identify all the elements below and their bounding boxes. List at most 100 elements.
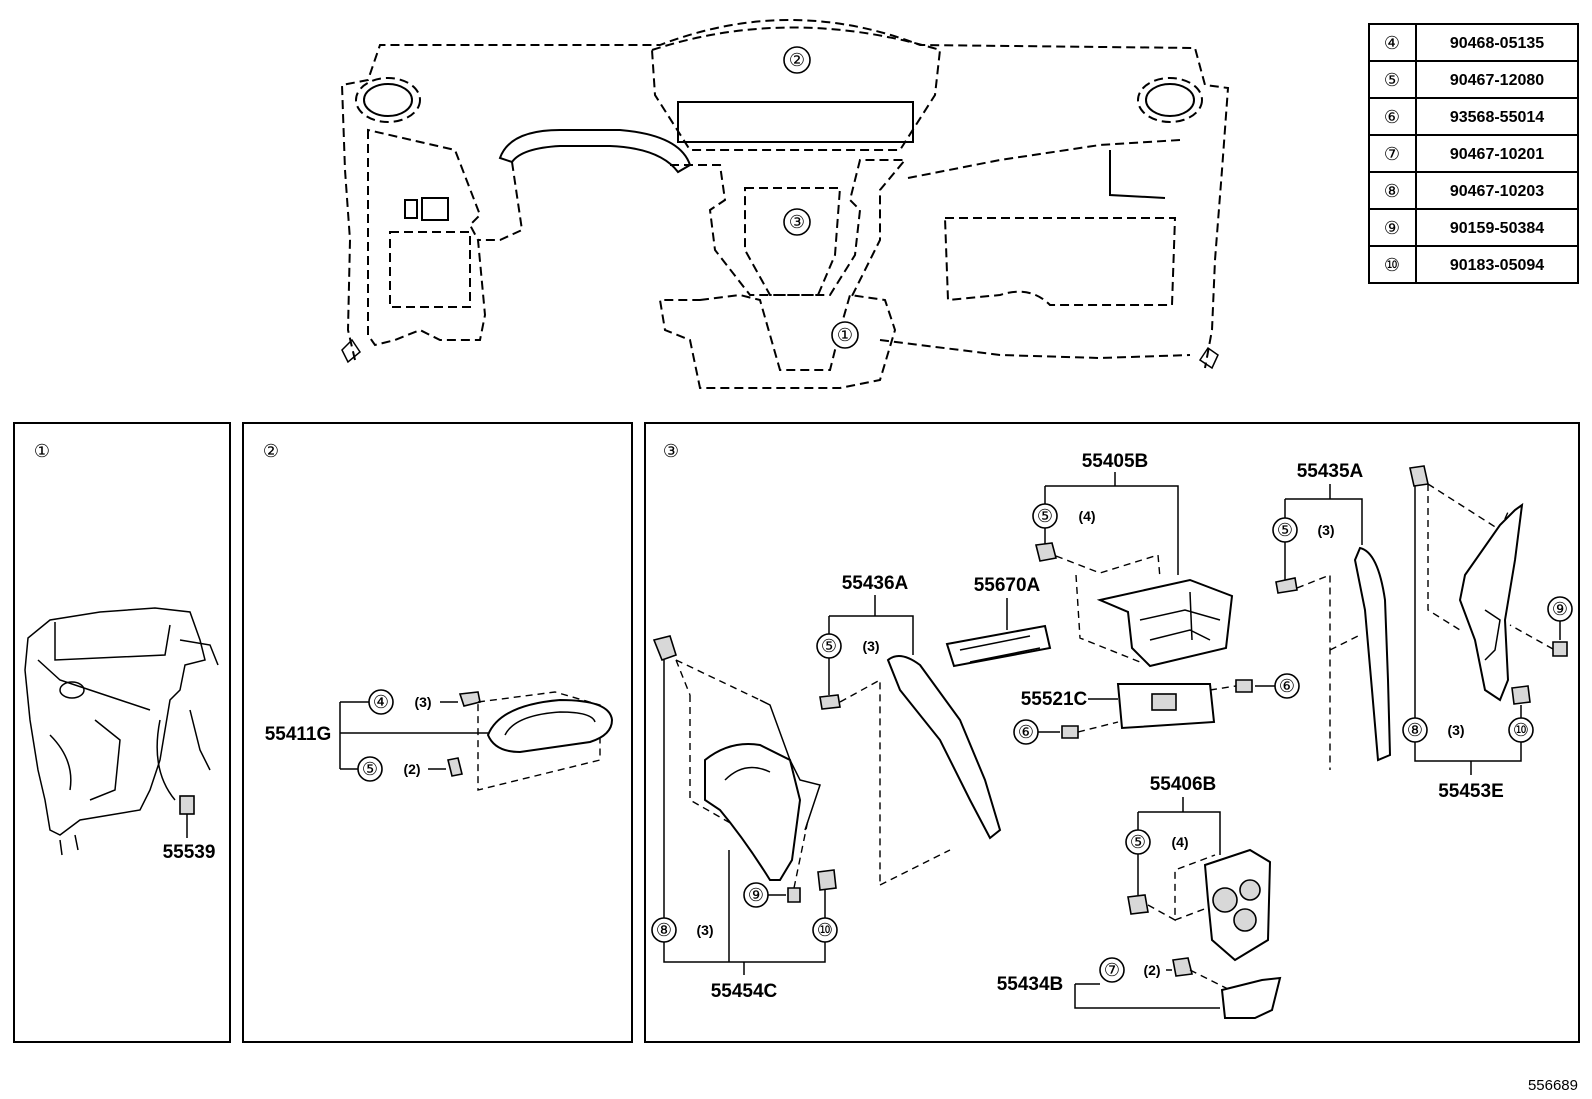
fastener-qty: (3) (414, 694, 431, 710)
fastener-ref: ⑤ (1277, 520, 1293, 540)
area-callout-2: ② (783, 46, 811, 74)
fastener-qty: (3) (1447, 722, 1464, 738)
clip (817, 869, 837, 891)
clip (1275, 577, 1298, 594)
table-part-number: 90467-10203 (1450, 183, 1544, 200)
fastener-callout (1099, 957, 1125, 983)
part-55436A-trim (886, 655, 1002, 840)
part-55434B-cover (1220, 976, 1282, 1019)
table-part-number: 90467-10201 (1450, 146, 1544, 163)
part-55454C-panel (704, 743, 802, 881)
part-55436A-label: 55436A (842, 573, 909, 594)
fastener-ref: ⑤ (821, 636, 837, 656)
table-part-number: 90159-50384 (1450, 220, 1544, 237)
part-55435A-trim (1353, 546, 1392, 762)
area-callout-3-label: ③ (789, 212, 805, 232)
clip-5 (447, 757, 463, 777)
panel-2-label: ② (263, 441, 279, 461)
part-55405B-panel (1096, 578, 1234, 668)
table-row: ⑨ 90159-50384 (1384, 218, 1544, 238)
part-55670A-vent (945, 624, 1052, 668)
table-row: ④ 90468-05135 (1384, 33, 1544, 53)
area-callout-3: ③ (783, 208, 811, 236)
clip (1409, 465, 1429, 487)
panel-3-label: ③ (663, 441, 679, 461)
table-row: ⑤ 90467-12080 (1384, 70, 1544, 90)
fastener-ref: ⑥ (1018, 722, 1034, 742)
part-55539-connector (179, 795, 195, 815)
part-55539-label: 55539 (163, 842, 216, 863)
table-row: ⑦ 90467-10201 (1384, 144, 1544, 164)
fastener-ref: ⑤ (362, 759, 378, 779)
screw (1061, 725, 1079, 739)
screw (1552, 641, 1568, 657)
part-55434B-label: 55434B (997, 974, 1064, 995)
fastener-4-callout (368, 689, 394, 715)
table-ref: ⑦ (1384, 144, 1400, 164)
detail-panel-3: ③ 55405B ⑤ (4) 55670A 55521C ⑥ ⑥ 5 (644, 422, 1580, 1043)
part-55453E-panel (1458, 502, 1524, 702)
fastener-ref: ⑧ (1407, 720, 1423, 740)
fastener-5-callout (357, 756, 383, 782)
diagram-id: 556689 (1528, 1077, 1578, 1094)
part-55405B-label: 55405B (1082, 451, 1149, 472)
table-ref: ⑥ (1384, 107, 1400, 127)
fastener-ref: ⑩ (1513, 720, 1529, 740)
table-part-number: 90467-12080 (1450, 72, 1544, 89)
dashboard-overview (340, 19, 1230, 389)
fastener-ref: ⑨ (748, 885, 764, 905)
table-row: ⑩ 90183-05094 (1384, 255, 1544, 275)
clip (1511, 685, 1531, 705)
clip (1172, 957, 1193, 977)
part-55411G-bezel (486, 698, 614, 754)
fastener-ref: ⑤ (1037, 506, 1053, 526)
table-part-number: 90468-05135 (1450, 35, 1544, 52)
area-callout-2-label: ② (789, 50, 805, 70)
part-55454C-label: 55454C (711, 981, 778, 1002)
fastener-ref: ⑨ (1552, 599, 1568, 619)
fastener-qty: (2) (1143, 962, 1160, 978)
part-55411G-label: 55411G (265, 724, 332, 745)
fastener-qty: (4) (1171, 834, 1188, 850)
clip (652, 635, 677, 662)
clip (819, 694, 841, 710)
fastener-ref: ⑤ (1130, 832, 1146, 852)
fastener-ref: ⑧ (656, 920, 672, 940)
detail-panel-2: ② 55411G ④ (3) ⑤ (2) (242, 422, 633, 1043)
table-ref: ⑨ (1384, 218, 1400, 238)
fastener-qty: (3) (1317, 522, 1334, 538)
part-55521C-label: 55521C (1021, 689, 1088, 710)
part-55435A-label: 55435A (1297, 461, 1364, 482)
fastener-qty: (3) (696, 922, 713, 938)
fastener-qty: (2) (403, 761, 420, 777)
table-row: ⑧ 90467-10203 (1384, 181, 1544, 201)
area-callout-1-label: ① (837, 325, 853, 345)
clip-4 (458, 691, 481, 707)
dash-bracket-assembly (24, 607, 219, 856)
fastener-ref: ⑥ (1279, 676, 1295, 696)
part-55406B-console (1203, 848, 1272, 962)
table-part-number: 93568-55014 (1450, 109, 1544, 126)
table-ref: ④ (1384, 33, 1400, 53)
part-55406B-label: 55406B (1150, 774, 1217, 795)
table-ref: ⑤ (1384, 70, 1400, 90)
fastener-ref: ⑦ (1104, 960, 1120, 980)
screw (1235, 679, 1253, 693)
fastener-qty: (4) (1078, 508, 1095, 524)
table-ref: ⑩ (1384, 255, 1400, 275)
clip (1127, 894, 1149, 915)
fastener-ref: ④ (373, 692, 389, 712)
table-row: ⑥ 93568-55014 (1384, 107, 1544, 127)
fastener-table: ④ 90468-05135 ⑤ 90467-12080 ⑥ 93568-5501… (1368, 23, 1579, 284)
area-callout-1: ① (831, 321, 859, 349)
screw (787, 887, 801, 903)
detail-panel-1: ① 55539 (13, 422, 231, 1043)
part-55670A-label: 55670A (974, 575, 1041, 596)
fastener-ref: ⑩ (817, 920, 833, 940)
table-part-number: 90183-05094 (1450, 257, 1544, 274)
clip (1035, 542, 1057, 562)
table-ref: ⑧ (1384, 181, 1400, 201)
fastener-qty: (3) (862, 638, 879, 654)
panel-1-label: ① (34, 441, 50, 461)
